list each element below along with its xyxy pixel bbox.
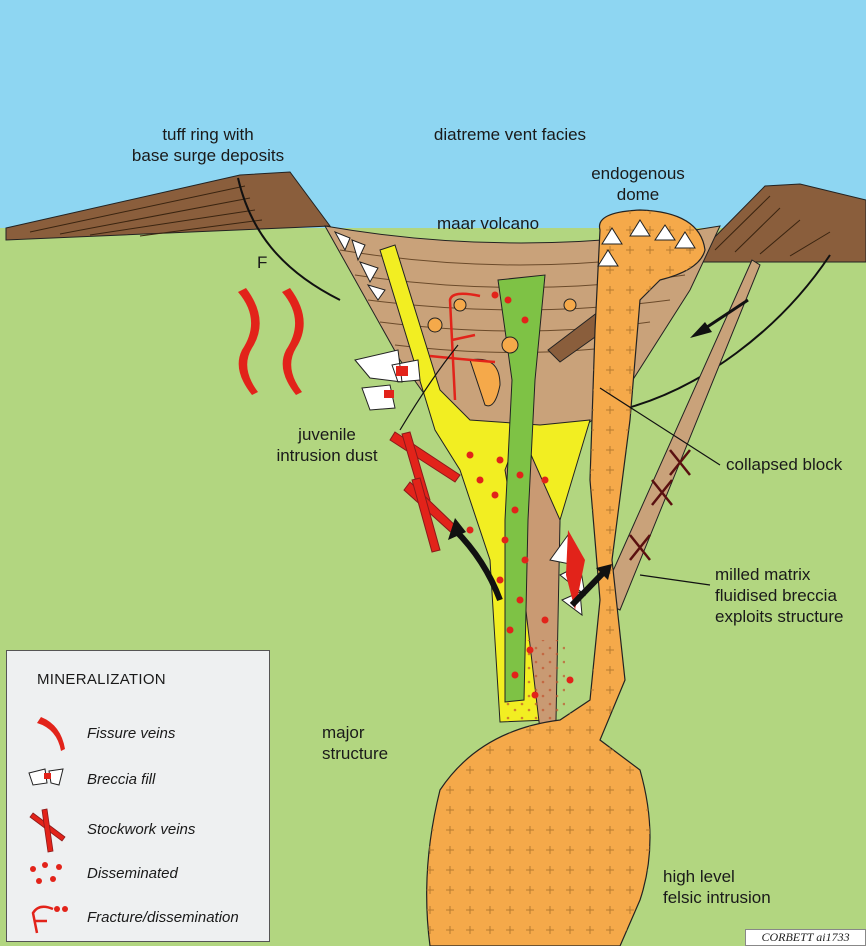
legend-item-stockwork-veins: Stockwork veins	[87, 821, 195, 838]
juvenile-dust-label: juvenile intrusion dust	[262, 424, 392, 466]
fissure-vein-icon	[37, 717, 65, 751]
tuff-ring-label: tuff ring with base surge deposits	[118, 124, 298, 166]
legend-item-fracture-dissemination: Fracture/dissemination	[87, 909, 239, 926]
disseminated-icon	[30, 862, 62, 884]
fault-f-label: F	[257, 252, 267, 273]
felsic-intrusion-label: high level felsic intrusion	[663, 866, 771, 908]
stockwork-vein-icon	[30, 809, 65, 852]
major-structure-label: major structure	[322, 722, 388, 764]
milled-matrix-label: milled matrix fluidised breccia exploits…	[715, 564, 844, 627]
credit-label: CORBETT ai1733	[745, 929, 866, 946]
endogenous-dome-label: endogenous dome	[578, 163, 698, 205]
legend-icons	[7, 651, 271, 943]
fracture-dissemination-icon	[33, 906, 68, 933]
diatreme-vent-label: diatreme vent facies	[410, 124, 610, 145]
mineralization-legend: MINERALIZATION Fissure veins Breccia fil…	[6, 650, 270, 942]
breccia-fill-icon	[29, 769, 63, 785]
legend-item-disseminated: Disseminated	[87, 865, 178, 882]
maar-volcano-label: maar volcano	[428, 213, 548, 234]
collapsed-block-label: collapsed block	[726, 454, 842, 475]
legend-item-breccia-fill: Breccia fill	[87, 771, 155, 788]
legend-item-fissure-veins: Fissure veins	[87, 725, 175, 742]
